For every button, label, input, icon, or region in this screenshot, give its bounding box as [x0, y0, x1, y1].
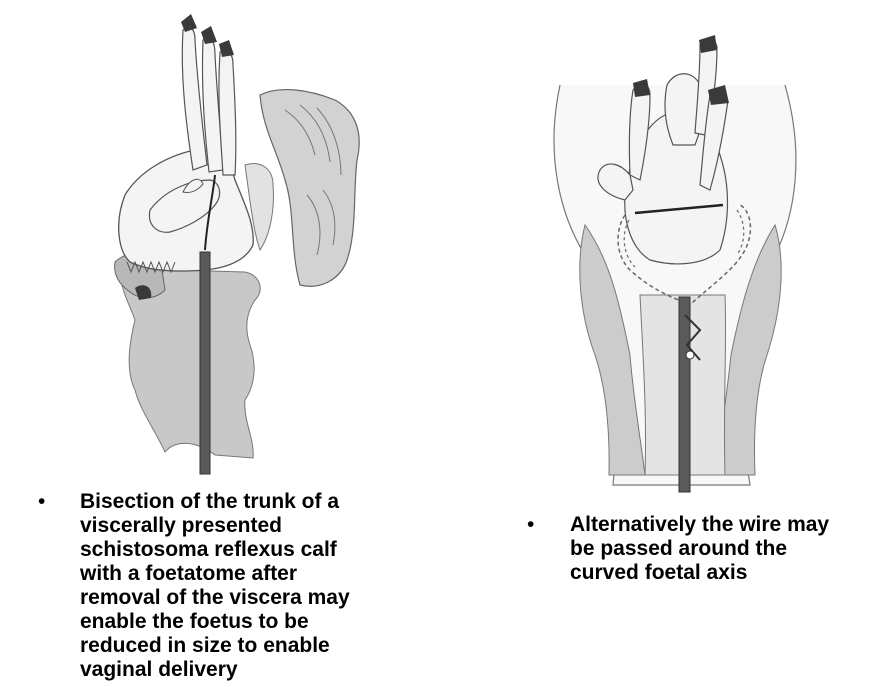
caption-line: Bisection of the trunk of a: [80, 490, 340, 513]
canal-wall-left: [579, 223, 646, 476]
fetotome-wire: [204, 174, 216, 251]
bullet: •: [38, 490, 46, 513]
caption-lines: Alternatively the wire may be passed aro…: [570, 513, 829, 585]
calf-body-right: [624, 113, 729, 265]
caption-lines: Bisection of the trunk of a viscerally p…: [80, 490, 350, 682]
wire-loop-inner: [623, 209, 745, 268]
pelvis-shape: [119, 261, 261, 459]
wire-around-axis-drawing: [553, 35, 797, 493]
hoof-2: [201, 26, 217, 44]
canal-wall-right: [716, 223, 782, 476]
calf-bent-leg: [597, 163, 634, 201]
calf-leg-3: [218, 49, 237, 176]
calf-leg-1: [181, 27, 208, 171]
fetotome-pulley: [685, 350, 695, 360]
caption-line: schistosoma reflexus calf: [80, 538, 337, 561]
hoof-3: [219, 40, 234, 57]
caption-line: Alternatively the wire may: [570, 513, 830, 536]
viscera-fold-lines: [284, 104, 342, 256]
calf-head: [148, 179, 221, 233]
left-illustration: [95, 0, 370, 478]
hoof-right-1: [699, 35, 717, 53]
caption-line: vaginal delivery: [80, 658, 238, 681]
fetotome-tube-right: [678, 296, 691, 493]
caption-line: curved foetal axis: [570, 561, 748, 584]
hoof-1: [181, 14, 197, 32]
right-illustration: [505, 15, 830, 500]
caption-line: reduced in size to enable: [80, 634, 330, 657]
right-caption: • Alternatively the wire may be passed a…: [527, 513, 829, 585]
caption-line: enable the foetus to be: [80, 610, 309, 633]
schistosoma-bisection-drawing: [114, 14, 360, 475]
caption-line: be passed around the: [570, 537, 788, 560]
hind-hoof: [135, 285, 152, 300]
uterine-wall: [244, 163, 274, 252]
bullet: •: [527, 513, 535, 536]
spine-frill: [126, 260, 176, 274]
caption-line: removal of the viscera may: [80, 586, 350, 609]
viscera-folds: [259, 89, 360, 287]
caption-line: with a foetatome after: [80, 562, 298, 585]
hoof-right-3: [708, 85, 729, 105]
caption-line: viscerally presented: [80, 514, 282, 537]
left-caption: • Bisection of the trunk of a viscerally…: [38, 490, 350, 682]
hoof-right-2: [633, 79, 650, 97]
wire-cross: [634, 203, 724, 215]
fetotome-tube: [199, 251, 211, 475]
calf-ear: [182, 178, 204, 193]
